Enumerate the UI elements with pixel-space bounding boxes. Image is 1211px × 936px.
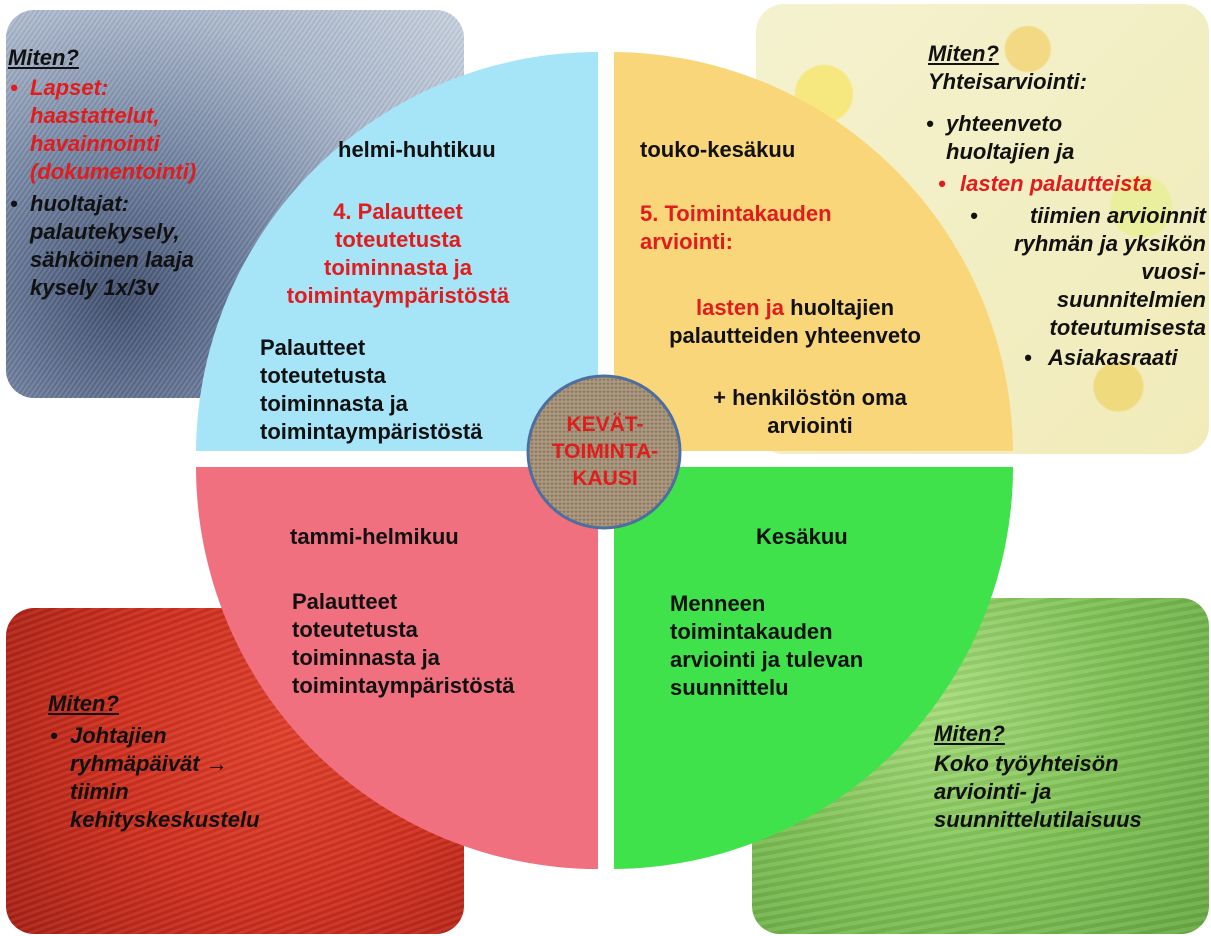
bullet-icon: •	[1024, 345, 1032, 370]
corner-top-left-list: • Lapset: haastattelut, havainnointi (do…	[8, 74, 238, 302]
quadrant-top-right	[614, 52, 1013, 451]
corner-top-right-list: • yhteenveto huoltajien ja • lasten pala…	[924, 110, 1206, 372]
corner-top-left-title: Miten?	[8, 45, 79, 70]
center-circle	[526, 374, 682, 530]
corner-top-right-title: Miten?	[928, 41, 999, 66]
body-bottom-right: Menneen toimintakauden arviointi ja tule…	[670, 591, 864, 700]
corner-bottom-left-list: • Johtajien ryhmäpäivät → tiimin kehitys…	[48, 722, 308, 834]
corner-bottom-right-title: Miten?	[934, 721, 1005, 746]
list-item: • Lapset: haastattelut, havainnointi (do…	[10, 75, 197, 184]
quadrant-bottom-left	[196, 467, 598, 869]
bullet-icon: •	[970, 203, 978, 228]
bullet-icon: •	[938, 171, 946, 196]
corner-bottom-right-text: Koko työyhteisön arviointi- ja suunnitte…	[934, 751, 1142, 832]
center-label: KEVÄT- TOIMINTA- KAUSI	[530, 376, 680, 526]
body-top-right: lasten ja huoltajien palautteiden yhteen…	[669, 295, 921, 348]
list-item: • Asiakasraati	[1024, 345, 1178, 370]
body-bottom-left: Palautteet toteutetusta toiminnasta ja t…	[292, 589, 515, 698]
quadrant-top-left	[196, 52, 598, 451]
quadrant-bottom-right	[614, 467, 1013, 869]
bullet-icon: •	[50, 723, 58, 748]
center-line-2: TOIMINTA-	[551, 439, 659, 463]
list-item: • huoltajat: palautekysely, sähköinen la…	[10, 191, 194, 300]
corner-top-right-subtitle: Yhteisarviointi:	[928, 69, 1087, 94]
corner-bottom-left-title: Miten?	[48, 691, 119, 716]
heading-top-left: 4. Palautteet toteutetusta toiminnasta j…	[286, 199, 510, 308]
heading-top-right: 5. Toimintakauden arviointi:	[640, 201, 832, 254]
period-top-right: touko-kesäkuu	[640, 137, 796, 162]
period-bottom-right: Kesäkuu	[756, 524, 848, 549]
period-top-left: helmi-huhtikuu	[338, 137, 496, 162]
center-line-1: KEVÄT-	[566, 412, 644, 436]
list-item: • lasten palautteista	[938, 171, 1152, 196]
list-item: • Johtajien ryhmäpäivät → tiimin kehitys…	[50, 723, 260, 832]
period-bottom-left: tammi-helmikuu	[290, 524, 459, 549]
bullet-icon: •	[10, 75, 18, 100]
bullet-icon: •	[926, 111, 934, 136]
list-item: • tiimien arvioinnit ryhmän ja yksikön v…	[970, 203, 1206, 340]
body-top-left: Palautteet toteutetusta toiminnasta ja t…	[260, 335, 483, 444]
center-line-3: KAUSI	[572, 466, 638, 490]
extra-top-right: + henkilöstön oma arviointi	[713, 385, 907, 438]
list-item: • yhteenveto huoltajien ja	[926, 111, 1075, 164]
bullet-icon: •	[10, 191, 18, 216]
